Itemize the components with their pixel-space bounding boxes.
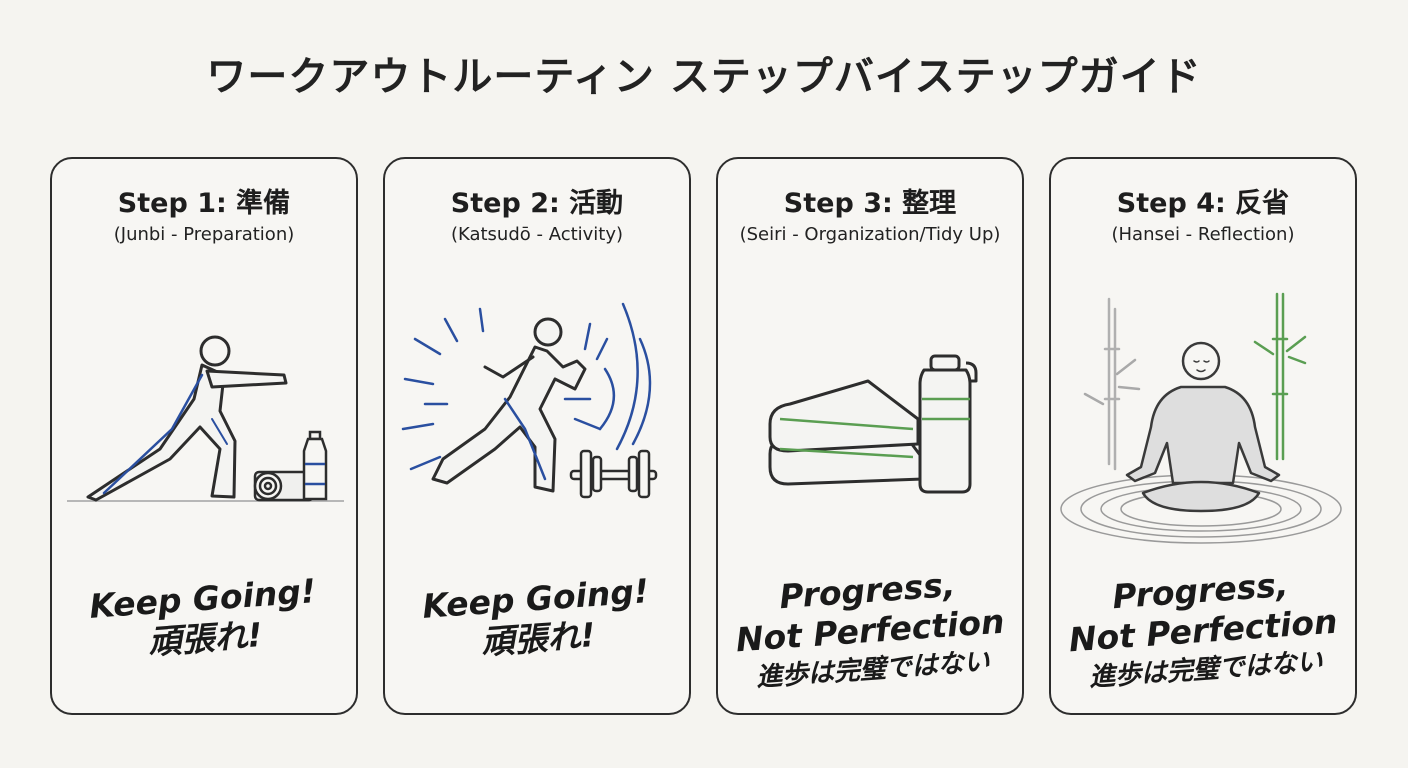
- step-3-heading: Step 3: 整理: [783, 188, 957, 219]
- step-2-heading: Step 2: 活動: [450, 188, 624, 219]
- step-2-motto: Keep Going! 頑張れ!: [383, 568, 692, 669]
- running-person-icon: [431, 317, 587, 493]
- step-1-illustration: [67, 335, 344, 502]
- step-3-subtitle: (Seiri - Organization/Tidy Up): [739, 224, 1001, 245]
- bamboo-icon: [1083, 292, 1307, 471]
- step-1-heading: Step 1: 準備: [117, 188, 291, 219]
- step-4-subtitle: (Hansei - Reflection): [1111, 224, 1295, 245]
- stretching-person-icon: [86, 335, 288, 502]
- step-4-heading: Step 4: 反省: [1116, 188, 1290, 219]
- step-3-motto: Progress, Not Perfection 進歩は完璧ではない: [714, 561, 1025, 698]
- step-card-1: Step 1: 準備 (Junbi - Preparation) Keep Go…: [50, 157, 358, 715]
- step-1-subtitle: (Junbi - Preparation): [113, 224, 295, 245]
- folded-towels-icon: [768, 379, 925, 486]
- dumbbell-icon: [569, 449, 658, 499]
- speed-lines-icon: [401, 302, 652, 471]
- step-card-3: Step 3: 整理 (Seiri - Organization/Tidy Up…: [716, 157, 1024, 715]
- step-card-4: Step 4: 反省 (Hansei - Reflection) Pro: [1049, 157, 1357, 715]
- step-2-illustration: [401, 302, 658, 499]
- step-4-motto: Progress, Not Perfection 進歩は完璧ではない: [1047, 561, 1358, 698]
- water-bottle-icon: [302, 430, 328, 501]
- step-4-illustration: [1060, 292, 1342, 544]
- page-title: ワークアウトルーティン ステップバイステップガイド: [206, 54, 1202, 100]
- water-bottle-icon: [918, 354, 978, 494]
- step-card-2: Step 2: 活動 (Katsudō - Activity): [383, 157, 691, 715]
- step-2-subtitle: (Katsudō - Activity): [450, 224, 624, 245]
- step-1-motto: Keep Going! 頑張れ!: [50, 568, 359, 669]
- step-3-illustration: [768, 354, 978, 494]
- yoga-mat-icon: [253, 470, 315, 502]
- meditating-person-icon: [1125, 341, 1281, 513]
